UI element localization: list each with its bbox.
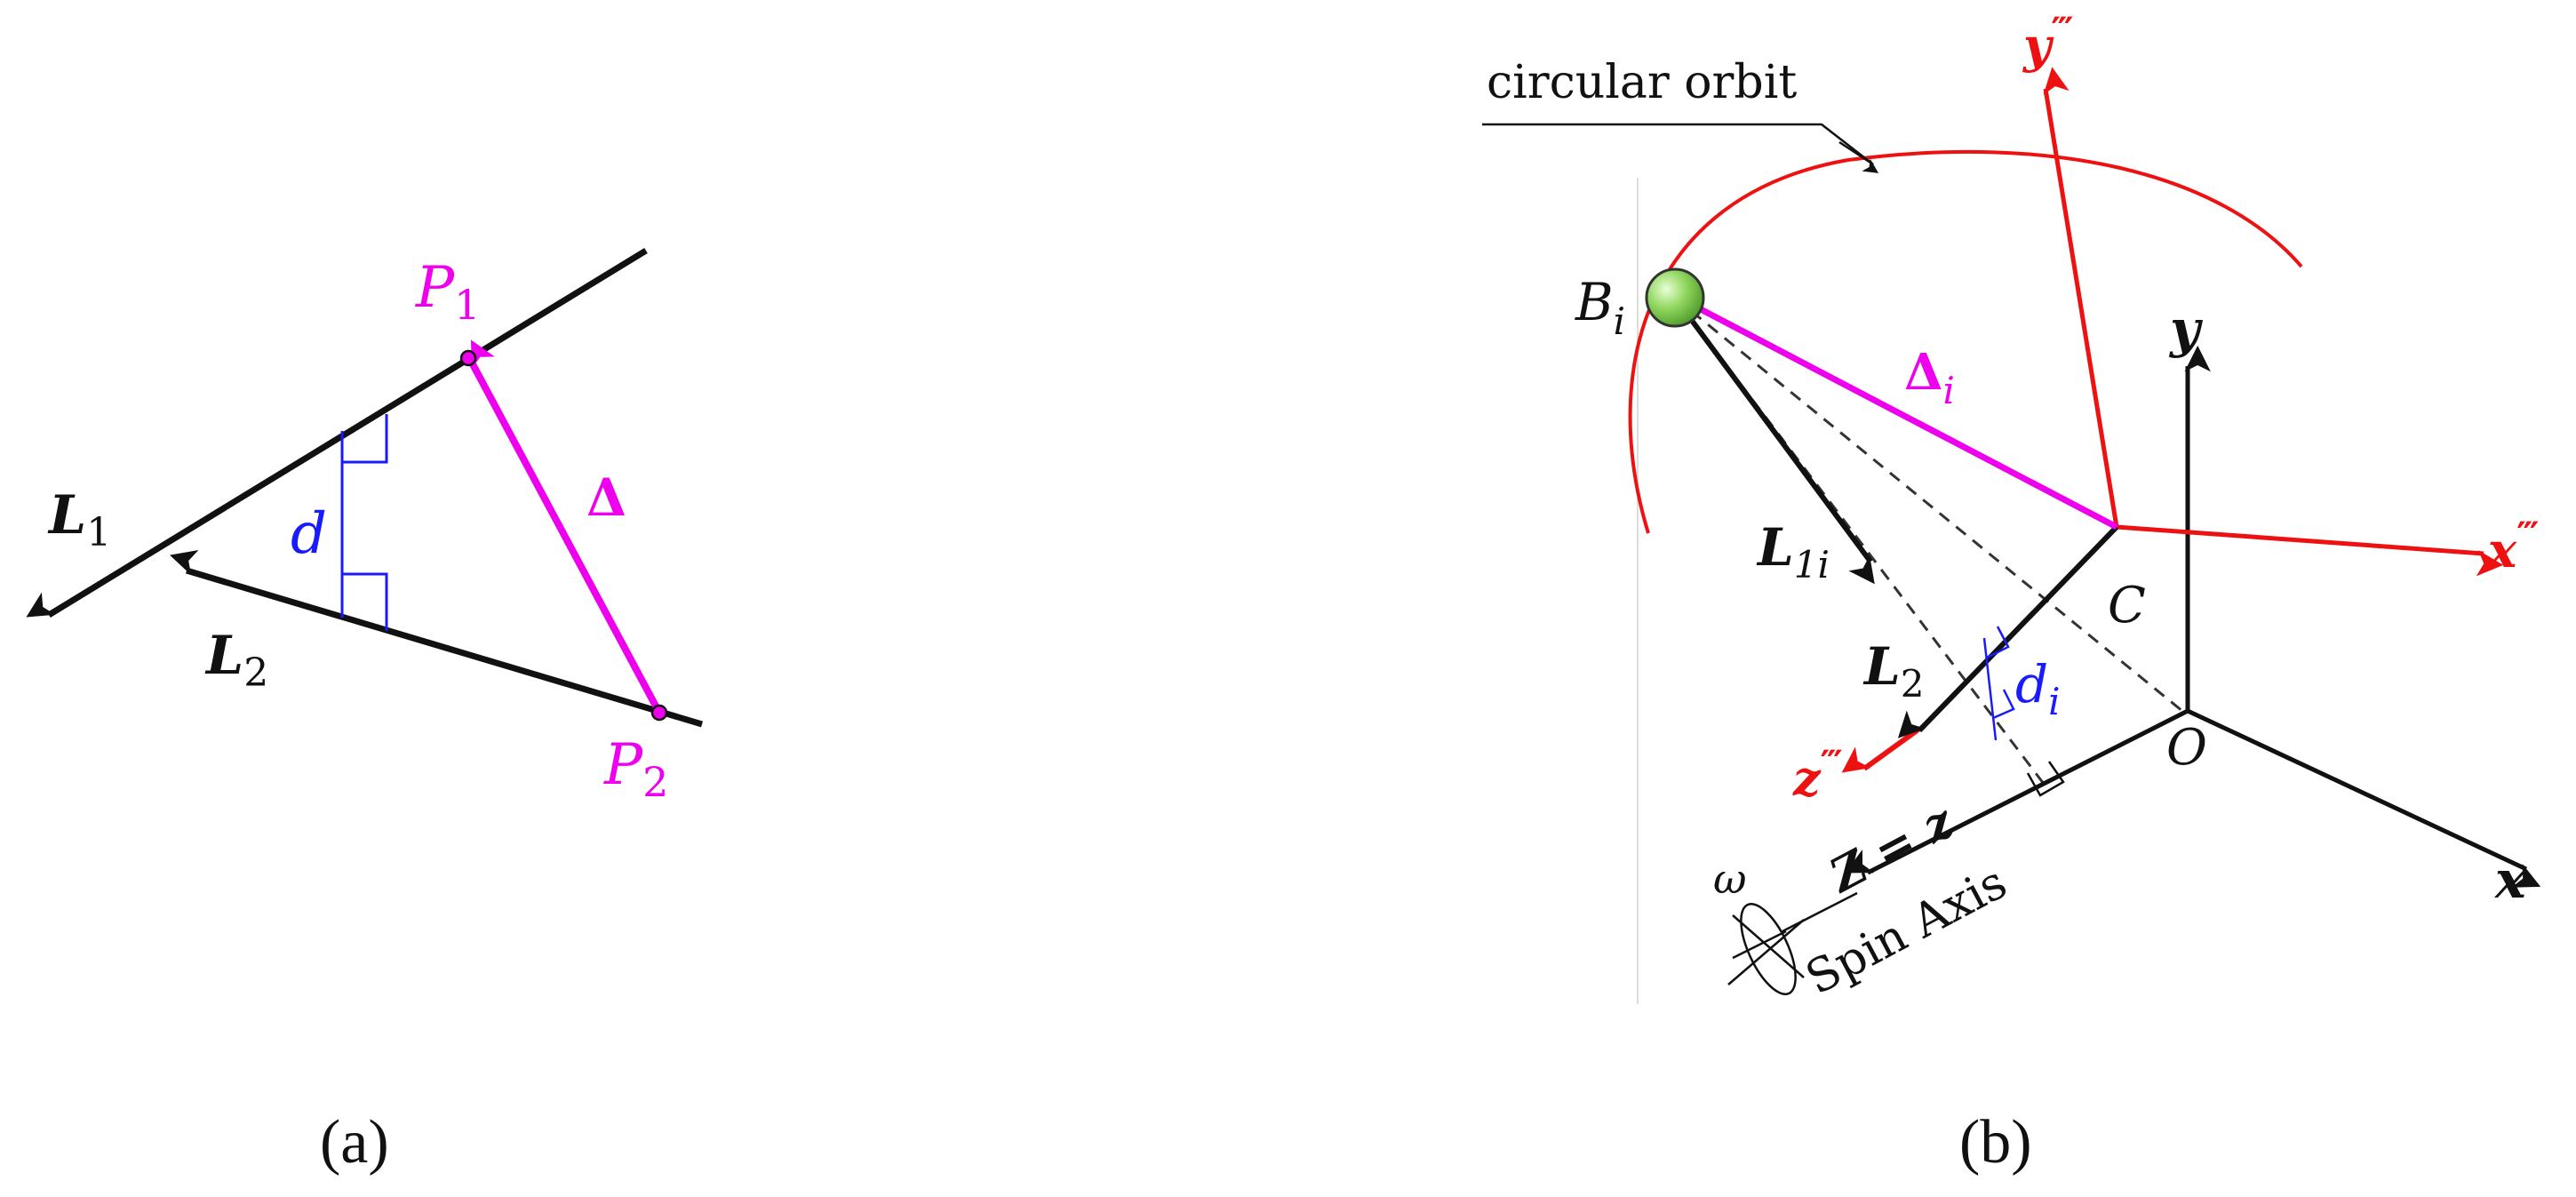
label-L1: L1	[47, 484, 111, 555]
spin-axis-cross-1	[1732, 914, 1805, 978]
vector-L2	[1897, 524, 2119, 738]
point-P1	[459, 349, 477, 367]
line-L1	[26, 248, 648, 618]
label-L1i: L1i	[1756, 517, 1830, 587]
label-y: y	[2168, 299, 2204, 359]
label-x: x	[2493, 850, 2527, 910]
axis-z3	[1841, 726, 1921, 773]
dashed-line-Bi-O	[1674, 296, 2189, 717]
distance-segment-di	[1982, 637, 1998, 741]
label-C: C	[2108, 577, 2146, 634]
right-angle-mark-bottom	[342, 572, 388, 631]
label-omega: ω	[1713, 855, 1747, 903]
label-delta-i: Δi	[1904, 343, 1955, 412]
point-P2	[650, 704, 668, 722]
caption-b: (b)	[1959, 1108, 2032, 1177]
spin-rotation-ellipse	[1740, 903, 1797, 995]
caption-a: (a)	[320, 1108, 389, 1177]
label-spin-axis: Spin Axis	[1798, 856, 2015, 1005]
panel-a: L1 L2 P1 P2 d Δ (a)	[26, 248, 704, 1177]
line-L2	[170, 549, 704, 728]
orbit-leader-arrow	[1838, 140, 1879, 173]
spin-axis-stub	[1732, 930, 1787, 960]
right-angle-mark-top	[342, 414, 388, 464]
label-d: d	[291, 501, 327, 567]
label-y3: y‴	[2022, 10, 2074, 74]
delta-vector	[468, 339, 663, 714]
label-P2: P2	[603, 732, 668, 806]
axis-x3	[2116, 524, 2504, 577]
label-z3: z‴	[1792, 743, 1843, 807]
axis-y3	[2043, 67, 2119, 528]
di-right-angle-top	[1986, 626, 2010, 659]
label-L2-b: L2	[1862, 636, 1925, 706]
sphere-Bi	[1645, 267, 1705, 328]
label-L2: L2	[204, 625, 268, 696]
dashed-line-Bi-foot	[1673, 297, 2046, 785]
vector-L1i	[1672, 296, 1875, 585]
axis-Z	[1845, 708, 2189, 875]
label-O: O	[2166, 719, 2207, 777]
label-x3: x‴	[2487, 515, 2539, 579]
orbit-label-leader	[1482, 123, 1874, 165]
label-circular-orbit: circular orbit	[1487, 56, 1797, 109]
di-right-angle-bottom	[1992, 689, 2015, 720]
label-di: di	[2015, 654, 2061, 723]
vector-delta-i	[1668, 281, 2118, 531]
label-P1: P1	[415, 255, 480, 329]
label-Bi: Bi	[1575, 272, 1625, 343]
circular-orbit-arc	[1628, 149, 2303, 534]
panel-b: circular orbit Bi Δi L1i L2 C O di y x x…	[1482, 10, 2541, 1177]
spin-axis-cross-2	[1727, 919, 1805, 986]
right-angle-mark-foot	[2026, 761, 2065, 797]
label-delta: Δ	[586, 467, 626, 528]
axis-x	[2186, 708, 2541, 888]
spin-axis-line	[1782, 891, 1858, 933]
